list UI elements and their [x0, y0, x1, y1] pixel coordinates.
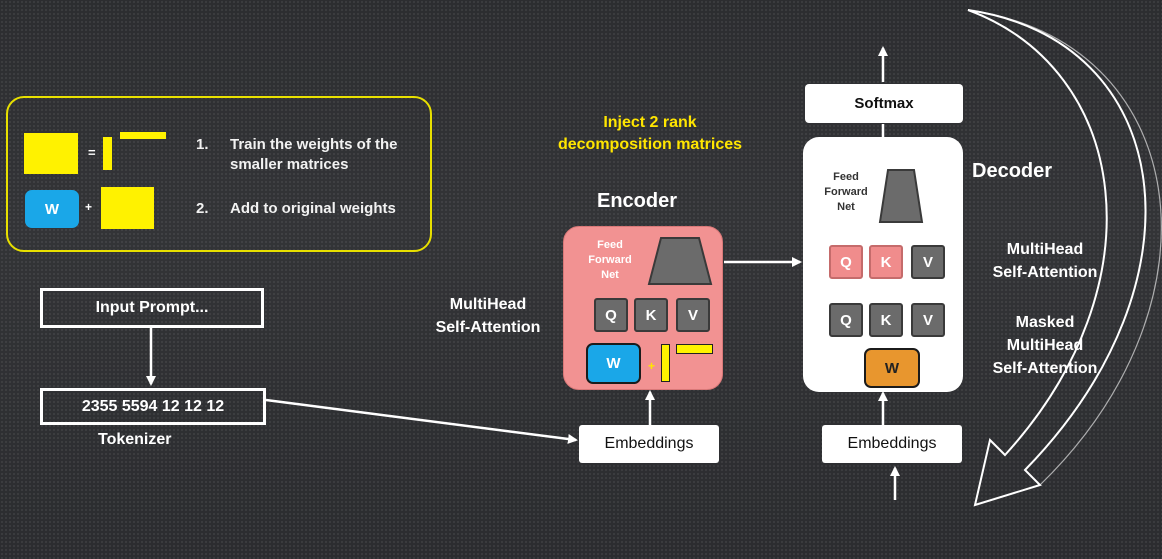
decoder-embeddings: Embeddings	[822, 425, 962, 463]
legend-step2-num: 2.	[196, 200, 209, 217]
inject-caption: Inject 2 rank decomposition matrices	[540, 112, 760, 156]
input-prompt-box: Input Prompt...	[40, 288, 264, 328]
legend-w-label: W	[44, 200, 60, 218]
decoder-title: Decoder	[972, 160, 1053, 182]
softmax-box: Softmax	[805, 84, 963, 123]
decoder-masked-line1: Masked	[1015, 314, 1075, 331]
encoder-w-label: W	[606, 355, 621, 372]
encoder-title: Encoder	[597, 190, 678, 212]
decoder-q-self: Q	[829, 303, 863, 337]
encoder-attention-line1: MultiHead	[449, 296, 527, 313]
decoder-masked-line2: MultiHead	[1006, 337, 1084, 354]
decoder-w-label: W	[884, 359, 900, 377]
legend-box	[6, 96, 432, 252]
encoder-v: V	[676, 298, 710, 332]
legend-step1-line1: Train the weights of the	[230, 136, 398, 153]
encoder-ffn-trapezoid	[647, 237, 713, 285]
decoder-ffn-line2: Forward	[824, 186, 868, 198]
decoder-ffn-trapezoid	[878, 169, 924, 223]
encoder-attention-line2: Self-Attention	[435, 319, 541, 336]
legend-plus: +	[85, 200, 93, 214]
decoder-attention-label: MultiHead Self-Attention	[975, 238, 1115, 284]
legend-equals: =	[88, 145, 96, 160]
legend-step1-num: 1.	[196, 136, 209, 153]
decoder-q-cross: Q	[829, 245, 863, 279]
token-ids-box: 2355 5594 12 12 12	[40, 388, 266, 425]
legend-step2-text: Add to original weights	[230, 200, 396, 217]
inject-line1: Inject 2 rank	[603, 114, 697, 131]
encoder-q: Q	[594, 298, 628, 332]
encoder-k: K	[634, 298, 668, 332]
encoder-ffn-line3: Net	[601, 269, 619, 281]
decoder-ffn-label: Feed Forward Net	[818, 170, 874, 215]
decoder-ffn-line3: Net	[837, 201, 855, 213]
legend-matrix-b	[120, 132, 166, 139]
encoder-ffn-label: Feed Forward Net	[582, 238, 638, 283]
decoder-v-self: V	[911, 303, 945, 337]
decoder-ffn-line1: Feed	[833, 171, 859, 183]
encoder-ffn-line1: Feed	[597, 239, 623, 251]
legend-w-matrix: W	[25, 190, 79, 228]
encoder-attention-label: MultiHead Self-Attention	[418, 293, 558, 339]
encoder-embeddings: Embeddings	[579, 425, 719, 463]
legend-matrix-a	[103, 137, 112, 170]
decoder-masked-line3: Self-Attention	[992, 360, 1098, 377]
encoder-lora-a	[661, 344, 670, 382]
full-weight-matrix-yellow	[24, 133, 78, 174]
decoder-v-cross: V	[911, 245, 945, 279]
encoder-ffn-line2: Forward	[588, 254, 632, 266]
legend-step1-line2: smaller matrices	[230, 156, 349, 173]
encoder-w: W	[586, 343, 641, 384]
tokenizer-label: Tokenizer	[98, 431, 172, 448]
encoder-lora-b	[676, 344, 713, 354]
decoder-attention-line1: MultiHead	[1006, 241, 1084, 258]
inject-line2: decomposition matrices	[557, 136, 743, 153]
decoder-masked-attention-label: Masked MultiHead Self-Attention	[975, 311, 1115, 380]
decoder-k-cross: K	[869, 245, 903, 279]
encoder-plus: +	[648, 359, 656, 373]
legend-delta-matrix	[101, 187, 154, 229]
arrow-tokens-to-embeddings	[265, 398, 578, 444]
decoder-attention-line2: Self-Attention	[992, 264, 1098, 281]
decoder-w: W	[864, 348, 920, 388]
decoder-k-self: K	[869, 303, 903, 337]
